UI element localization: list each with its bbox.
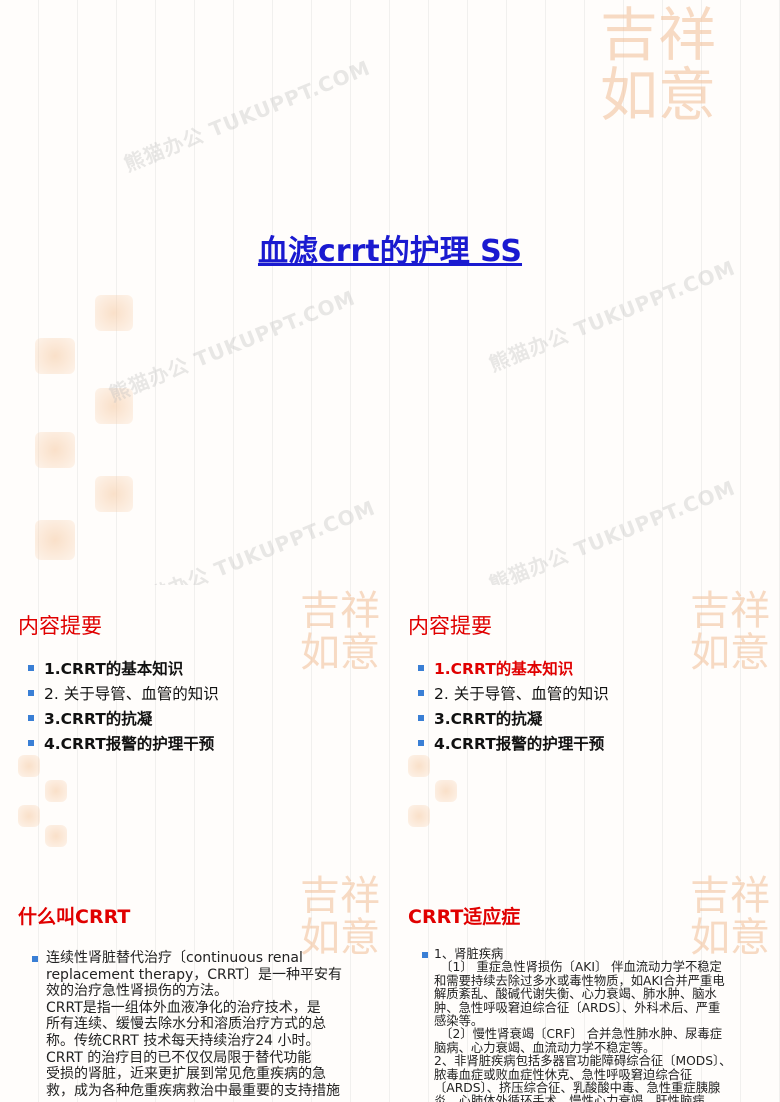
seal-logo — [95, 295, 133, 331]
watermark: 熊猫办公 TUKUPPT.COM — [120, 55, 374, 177]
bullet-icon — [28, 664, 34, 671]
seal-logo — [35, 432, 75, 468]
list-item: 3.CRRT的抗凝 — [418, 705, 609, 730]
bullet-icon — [418, 689, 424, 696]
seal-logo — [35, 520, 75, 560]
text-line: 肿、急性呼吸窘迫综合征〔ARDS〕、外科术后、严重 — [434, 1000, 721, 1015]
bullet-icon — [28, 714, 34, 721]
slide-body: 1、肾脏疾病 〔1〕 重症急性肾损伤〔AKI〕 伴血流动力学不稳定和需要持续去除… — [422, 947, 774, 1102]
watermark: 熊猫办公 TUKUPPT.COM — [105, 285, 359, 407]
text-line: CRRT是指一组体外血液净化的治疗技术，是 — [46, 999, 321, 1016]
watermark: 熊猫办公 TUKUPPT.COM — [485, 255, 739, 377]
list-item: 2. 关于导管、血管的知识 — [28, 680, 219, 705]
slide-heading: 内容提要 — [408, 614, 492, 638]
bullet-icon — [418, 664, 424, 671]
text-line: CRRT 的治疗目的已不仅仅局限于替代功能 — [46, 1049, 312, 1066]
text-line: 和需要持续去除过多水或毒性物质，如AKI合并严重电 — [434, 973, 725, 988]
slide-heading: 什么叫CRRT — [18, 906, 131, 928]
text-line: 所有连续、缓慢去除水分和溶质治疗方式的总 — [46, 1016, 326, 1033]
slide-outline: 吉祥如意 内容提要 1.CRRT的基本知识 2. 关于导管、血管的知识 3.CR… — [0, 585, 390, 870]
bullet-icon — [422, 952, 428, 958]
list-item: 4.CRRT报警的护理干预 — [418, 730, 609, 755]
text-line: 救，成为各种危重疾病救治中最重要的支持措施 — [46, 1082, 340, 1099]
list-item: 4.CRRT报警的护理干预 — [28, 730, 219, 755]
text-line: 称。传统CRRT 技术每天持续治疗24 小时。 — [46, 1032, 320, 1049]
text-line: 2、非肾脏疾病包括多器官功能障碍综合征〔MODS〕、 — [434, 1054, 732, 1069]
seal-logo — [45, 780, 67, 802]
slide-outline-highlighted: 吉祥如意 内容提要 1.CRRT的基本知识 2. 关于导管、血管的知识 3.CR… — [390, 585, 780, 870]
text-line: replacement therapy，CRRT〕是一种平安有 — [46, 966, 343, 983]
text-line: 炎、心肺体外循环手术、慢性心力衰竭、肝性脑病、 — [434, 1094, 717, 1102]
seal-logo — [18, 805, 40, 827]
text-line: 脓毒血症或败血症性休克、急性呼吸窘迫综合征 — [434, 1067, 693, 1082]
seal-logo — [18, 755, 40, 777]
text-line: 感染等。 — [434, 1014, 484, 1029]
seal-logo — [95, 476, 133, 512]
text-line: 受损的肾脏，近来更扩展到常见危重疾病的急 — [46, 1066, 326, 1083]
seal-logo — [35, 338, 75, 374]
seal-logo — [435, 780, 457, 802]
watermark: 熊猫办公 TUKUPPT.COM — [485, 475, 739, 585]
seal-logo: 吉祥如意 — [690, 588, 770, 676]
slide-title: 吉祥如意 熊猫办公 TUKUPPT.COM 熊猫办公 TUKUPPT.COM 熊… — [0, 0, 780, 585]
list-item: 2. 关于导管、血管的知识 — [418, 680, 609, 705]
outline-list: 1.CRRT的基本知识 2. 关于导管、血管的知识 3.CRRT的抗凝 4.CR… — [28, 655, 219, 755]
bullet-icon — [418, 714, 424, 721]
list-item: 1.CRRT的基本知识 — [28, 655, 219, 680]
seal-logo — [408, 755, 430, 777]
text-line: 1、肾脏疾病 — [434, 947, 504, 961]
list-item: 3.CRRT的抗凝 — [28, 705, 219, 730]
bullet-icon — [32, 956, 38, 962]
seal-logo — [95, 388, 133, 424]
slide-heading: 内容提要 — [18, 614, 102, 638]
slide-crrt-indications: 吉祥如意 CRRT适应症 1、肾脏疾病 〔1〕 重症急性肾损伤〔AKI〕 伴血流… — [390, 870, 780, 1102]
list-item-active: 1.CRRT的基本知识 — [418, 655, 609, 680]
bullet-icon — [28, 739, 34, 746]
seal-logo: 吉祥如意 — [690, 873, 770, 961]
text-line: 脑病、心力衰竭、血流动力学不稳定等。 — [434, 1040, 656, 1055]
seal-logo: 吉祥如意 — [300, 873, 380, 961]
seal-logo: 吉祥如意 — [300, 588, 380, 676]
text-line: 〔ARDS〕、挤压综合征、乳酸酸中毒、急性重症胰腺 — [434, 1081, 721, 1096]
text-line: 效的治疗急性肾损伤的方法。 — [46, 983, 228, 1000]
seal-logo: 吉祥如意 — [600, 1, 717, 129]
slide-heading: CRRT适应症 — [408, 906, 521, 928]
watermark: 熊猫办公 TUKUPPT.COM — [125, 495, 379, 585]
text-line: 解质紊乱、酸碱代谢失衡、心力衰竭、肺水肿、脑水 — [434, 987, 717, 1002]
bullet-icon — [418, 739, 424, 746]
text-line: 〔2〕慢性肾衰竭〔CRF〕 合并急性肺水肿、尿毒症 — [434, 1027, 723, 1042]
text-line: 连续性肾脏替代治疗〔continuous renal — [46, 950, 303, 966]
text-line: 〔1〕 重症急性肾损伤〔AKI〕 伴血流动力学不稳定 — [434, 960, 722, 975]
seal-logo — [408, 805, 430, 827]
seal-logo — [45, 825, 67, 847]
presentation-title[interactable]: 血滤crrt的护理 SS — [257, 234, 523, 269]
outline-list: 1.CRRT的基本知识 2. 关于导管、血管的知识 3.CRRT的抗凝 4.CR… — [418, 655, 609, 755]
bullet-icon — [28, 689, 34, 696]
